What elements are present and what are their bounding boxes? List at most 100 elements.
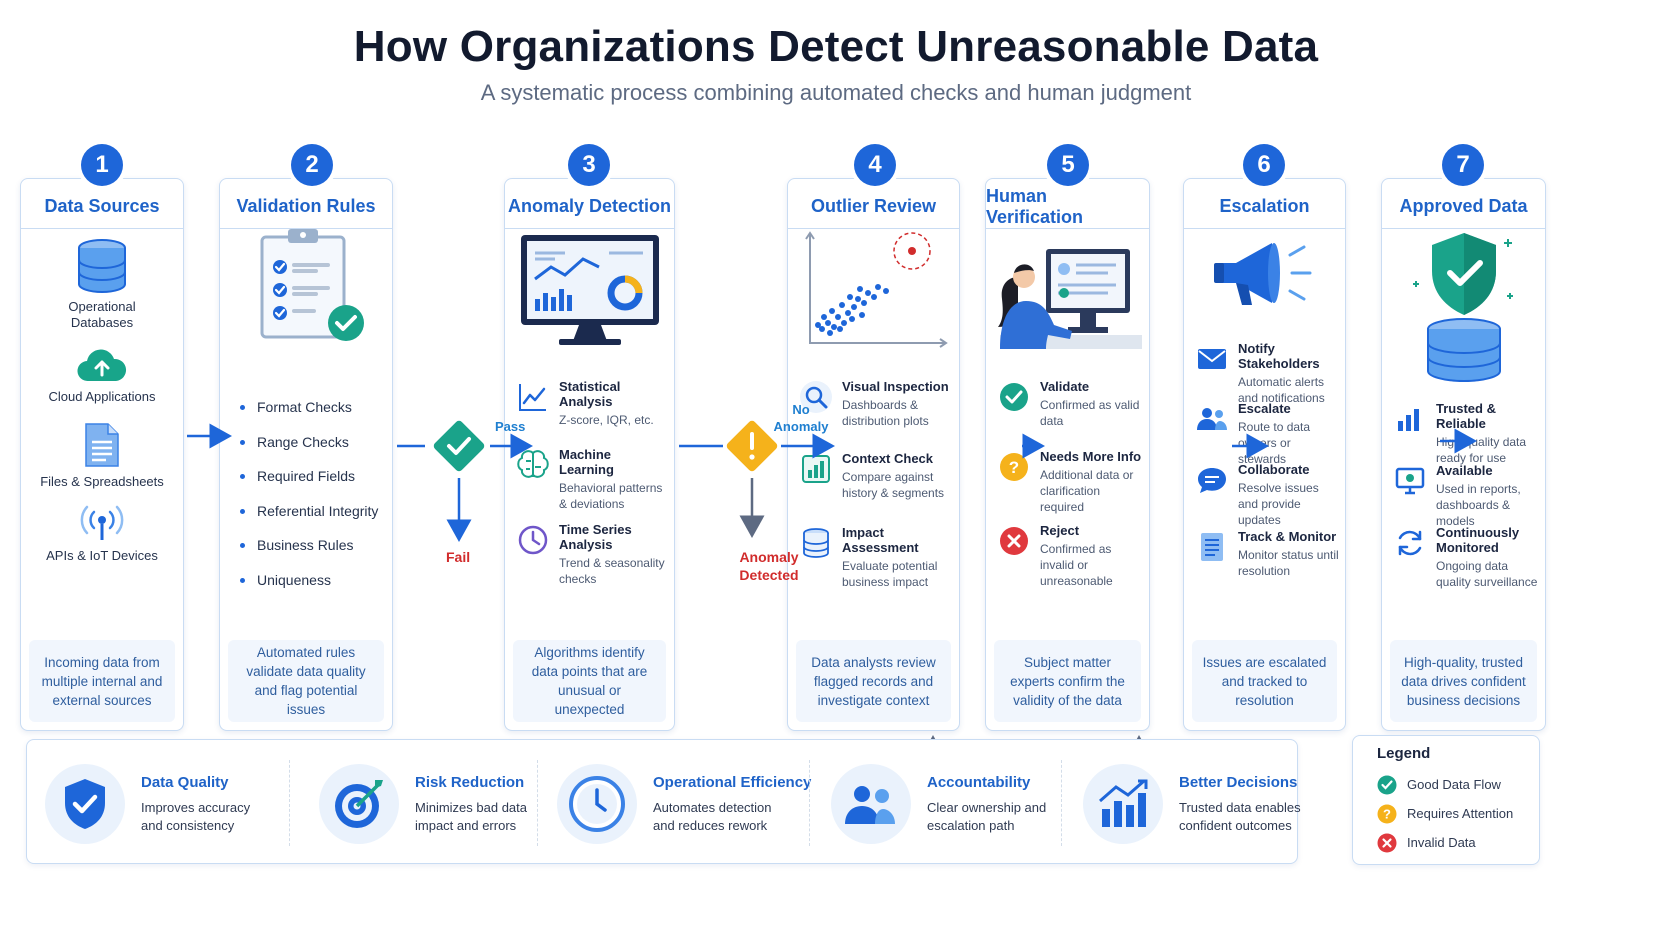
pass-label: Pass [495,419,526,434]
source-cloud-applications: Cloud Applications [21,349,183,404]
target-icon [335,780,383,828]
step-title: Outlier Review [788,179,959,229]
list-item: Business Rules [240,537,378,572]
person-at-computer-icon [998,249,1142,349]
legend-item-good: Good Data Flow [1377,770,1539,799]
svg-text:?: ? [1383,806,1391,821]
cloud-upload-icon [77,349,127,382]
question-circle-icon: ? [1377,804,1397,823]
step-number-7: 7 [1442,144,1484,186]
step-number-4: 4 [854,144,896,186]
step-title: Escalation [1184,179,1345,229]
list-item: Uniqueness [240,572,378,607]
line-chart-icon [519,384,546,411]
envelope-icon [1198,349,1226,369]
list-item: Range Checks [240,434,378,469]
list-item: Required Fields [240,468,378,503]
signal-broadcast-icon [80,505,124,540]
step-footer: Issues are escalated and tracked to reso… [1192,640,1337,722]
legend-item-invalid: Invalid Data [1377,828,1539,857]
step-number-1: 1 [81,144,123,186]
x-circle-icon [1377,833,1397,852]
anomaly-decision-diamond [726,420,778,472]
growth-chart-icon [1099,779,1148,827]
step-footer: Subject matter experts confirm the valid… [994,640,1141,722]
chat-bubble-icon [1198,468,1226,493]
shield-check-icon [65,779,105,829]
legend-title: Legend [1377,745,1431,762]
validation-rule-list: Format Checks Range Checks Required Fiel… [240,399,378,607]
step-footer: High-quality, trusted data drives confid… [1390,640,1537,722]
database-icon [803,528,829,558]
step-title: Data Sources [21,179,183,229]
no-anomaly-label: No Anomaly [773,402,829,434]
monitor-dashboard-icon [521,235,659,345]
clock-icon [518,525,548,555]
document-icon [1201,533,1223,561]
monitor-icon [1395,467,1425,495]
step-number-3: 3 [568,144,610,186]
scatter-plot-icon [805,231,948,348]
check-circle-icon [1000,383,1028,411]
step-title: Approved Data [1382,179,1545,229]
document-icon [85,423,119,467]
clock-icon [569,776,625,832]
source-apis-iot: APIs & IoT Devices [21,504,183,563]
step-number-2: 2 [291,144,333,186]
step-title: Human Verification [986,179,1149,229]
step-title: Validation Rules [220,179,392,229]
refresh-icon [1398,530,1422,556]
megaphone-icon [1214,243,1312,305]
step-card-validation-rules: Validation Rules Format Checks Range Che… [219,178,393,731]
step-card-data-sources: Data Sources Operational Databases Cloud… [20,178,184,731]
bar-chart-icon [1398,409,1419,431]
magnifier-icon [800,381,832,413]
x-circle-icon [1000,527,1028,555]
list-item: Referential Integrity [240,503,378,538]
shield-database-icon [1413,233,1513,383]
people-icon [1197,408,1227,430]
list-item: Format Checks [240,399,378,434]
validation-decision-diamond [433,420,485,472]
question-circle-icon: ? [1000,453,1028,481]
step-number-6: 6 [1243,144,1285,186]
page-subtitle: A systematic process combining automated… [480,80,1192,105]
anomaly-detected-label: Anomaly Detected [739,549,799,583]
page-title: How Organizations Detect Unreasonable Da… [353,22,1319,71]
fail-label: Fail [446,549,471,565]
step-footer: Data analysts review flagged records and… [796,640,951,722]
database-icon [78,239,126,293]
step-footer: Automated rules validate data quality an… [228,640,384,722]
source-operational-databases: Operational Databases [21,239,183,331]
check-circle-icon [1377,775,1397,794]
legend: Legend Good Data Flow ? Requires Attenti… [1352,735,1540,865]
step-title: Anomaly Detection [505,179,674,229]
bar-chart-icon [802,455,830,483]
source-files-spreadsheets: Files & Spreadsheets [21,422,183,489]
checklist-clipboard-icon [260,229,364,341]
